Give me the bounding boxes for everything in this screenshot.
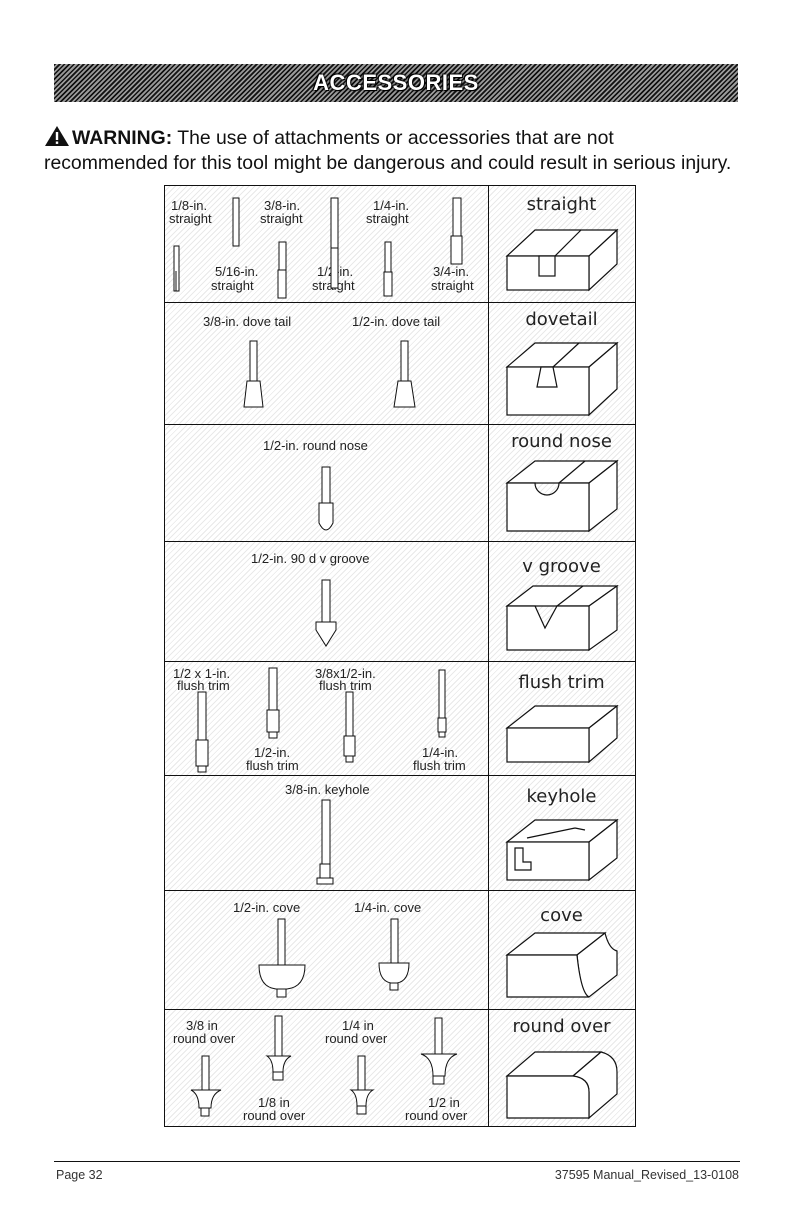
table-row: 3/8-in. dove tail 1/2-in. dove tail dove…	[165, 302, 635, 424]
profile-cell: v groove	[489, 542, 634, 661]
section-title: ACCESSORIES	[313, 70, 479, 95]
bit-cell: 1/2-in. 90 d v groove	[165, 542, 489, 661]
table-row: 1/2-in. cove 1/4-in. cove cove	[165, 890, 635, 1009]
flush-trim-bit-icon	[195, 667, 447, 773]
profile-label: round over	[512, 1016, 611, 1037]
document-id: 37595 Manual_Revised_13-0108	[554, 1168, 739, 1182]
router-bits-table: 1/8-in. straight 3/8-in. straight 1/4-in…	[164, 185, 636, 1127]
profile-label: flush trim	[518, 672, 605, 693]
bit-label: straight	[169, 211, 212, 226]
bit-label: 1/2-in. cove	[233, 900, 301, 915]
keyhole-cut-profile-icon	[505, 818, 619, 882]
bit-cell: 3/8-in. keyhole	[165, 776, 489, 890]
profile-label: dovetail	[525, 309, 598, 330]
bit-cell: 3/8-in. dove tail 1/2-in. dove tail	[165, 303, 489, 424]
bit-label: 1/2 in	[428, 1095, 460, 1110]
table-row: 1/8-in. straight 3/8-in. straight 1/4-in…	[165, 186, 635, 302]
warning-triangle-icon	[45, 126, 69, 146]
bit-label: 1/4-in.	[422, 745, 459, 760]
profile-cell: dovetail	[489, 303, 634, 424]
profile-label: keyhole	[526, 786, 597, 807]
bit-label: 5/16-in.	[215, 264, 259, 279]
bit-label: 1/4 in	[342, 1018, 374, 1033]
bit-label: flush trim	[413, 758, 466, 773]
straight-cut-profile-icon	[505, 228, 619, 292]
flush-trim-cut-profile-icon	[505, 704, 619, 764]
bit-label: 1/2-in.	[254, 745, 291, 760]
bit-label: 1/2-in. round nose	[263, 438, 368, 453]
bit-label: 3/4-in.	[433, 264, 470, 279]
bit-label: 1/4-in. cove	[354, 900, 422, 915]
dovetail-bit-icon	[243, 340, 416, 408]
cove-cut-profile-icon	[505, 931, 618, 998]
bit-label: 3/8-in. keyhole	[285, 782, 370, 797]
cove-bit-icon	[258, 918, 410, 998]
profile-label: straight	[526, 194, 597, 215]
profile-cell: straight	[489, 186, 634, 302]
v-groove-cut-profile-icon	[505, 584, 619, 652]
bit-label: straight	[431, 278, 474, 293]
bit-label: 3/8x1/2-in.	[315, 666, 376, 681]
bit-cell: 1/2-in. round nose	[165, 425, 489, 541]
table-row: 1/2-in. round nose round nose	[165, 424, 635, 541]
round-over-bit-icon	[190, 1015, 458, 1117]
warning-text-line2: recommended for this tool might be dange…	[44, 152, 732, 174]
profile-cell: cove	[489, 891, 634, 1009]
v-groove-bit-icon	[315, 579, 337, 647]
bit-label: 3/8-in.	[264, 198, 301, 213]
round-nose-bit-icon	[318, 466, 334, 531]
profile-cell: round over	[489, 1010, 634, 1126]
bit-label: round over	[325, 1031, 388, 1046]
profile-label: cove	[540, 905, 583, 926]
footer-rule	[54, 1161, 740, 1162]
page-number: Page 32	[56, 1168, 103, 1182]
keyhole-bit-icon	[316, 799, 334, 885]
section-banner: ACCESSORIES	[54, 64, 738, 102]
bit-label: round over	[243, 1108, 306, 1123]
bit-label: flush trim	[177, 678, 230, 693]
profile-label: round nose	[511, 431, 612, 452]
round-over-cut-profile-icon	[505, 1051, 618, 1120]
profile-cell: round nose	[489, 425, 634, 541]
straight-bit-icon	[173, 197, 463, 299]
table-row: 3/8-in. keyhole keyhole	[165, 775, 635, 890]
bit-label: 1/2-in. dove tail	[352, 314, 441, 329]
warning-label: WARNING:	[72, 127, 173, 149]
bit-cell: 1/2-in. cove 1/4-in. cove	[165, 891, 489, 1009]
bit-label: 1/2 x 1-in.	[173, 666, 231, 681]
bit-label: 3/8-in. dove tail	[203, 314, 292, 329]
profile-cell: flush trim	[489, 662, 634, 775]
dovetail-cut-profile-icon	[505, 341, 619, 417]
bit-label: straight	[366, 211, 409, 226]
warning-text-line1: The use of attachments or accessories th…	[177, 127, 614, 149]
bit-label: 3/8 in	[186, 1018, 218, 1033]
table-row: 3/8 in round over 1/4 in round over 1/8 …	[165, 1009, 635, 1126]
table-row: 1/2 x 1-in. flush trim 3/8x1/2-in. flush…	[165, 661, 635, 775]
table-row: 1/2-in. 90 d v groove v groove	[165, 541, 635, 661]
bit-label: round over	[173, 1031, 236, 1046]
profile-cell: keyhole	[489, 776, 634, 890]
bit-label: 1/8-in.	[171, 198, 208, 213]
bit-label: 1/8 in	[258, 1095, 290, 1110]
bit-label: straight	[260, 211, 303, 226]
bit-label: straight	[211, 278, 254, 293]
bit-cell: 1/2 x 1-in. flush trim 3/8x1/2-in. flush…	[165, 662, 489, 775]
bit-label: 1/4-in.	[373, 198, 410, 213]
round-nose-cut-profile-icon	[505, 459, 619, 533]
bit-label: 1/2-in. 90 d v groove	[251, 551, 370, 566]
bit-label: flush trim	[246, 758, 299, 773]
bit-cell: 3/8 in round over 1/4 in round over 1/8 …	[165, 1010, 489, 1126]
warning-notice: WARNING: The use of attachments or acces…	[44, 125, 764, 176]
bit-label: flush trim	[319, 678, 372, 693]
bit-cell: 1/8-in. straight 3/8-in. straight 1/4-in…	[165, 186, 489, 302]
profile-label: v groove	[522, 556, 601, 577]
bit-label: round over	[405, 1108, 468, 1123]
